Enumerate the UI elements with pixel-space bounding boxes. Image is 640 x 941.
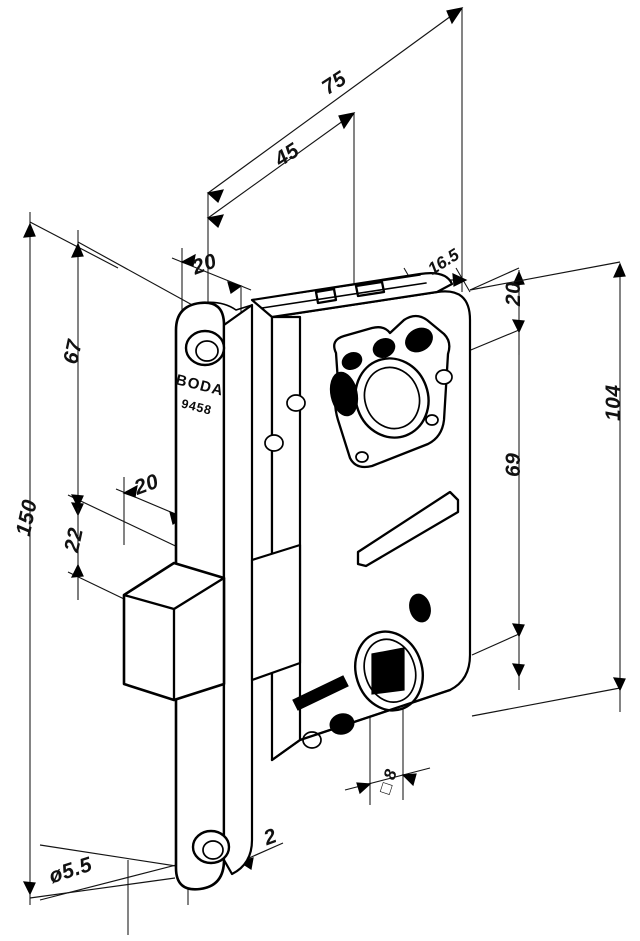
cylinder-cutout-2 [372, 338, 396, 358]
case-hole-2 [264, 434, 284, 452]
lock-assembly: BODA 9458 [122, 272, 472, 891]
label-2: 2 [260, 824, 280, 850]
case-slot-lower [292, 675, 349, 711]
faceplate-top-screw-hole [184, 329, 226, 367]
plate-screw-2 [425, 414, 439, 426]
latch-bolt [122, 561, 226, 702]
label-20-right: 20 [502, 282, 525, 307]
label-dia-5-5: ø5.5 [46, 853, 95, 888]
case-top-rail-2 [277, 274, 421, 297]
label-square-8: □ 8 [375, 767, 401, 797]
latch-channel [250, 543, 302, 682]
label-150: 150 [12, 498, 42, 539]
faceplate-edge [222, 303, 254, 876]
cylinder-cutout-3 [405, 327, 433, 353]
follower-square-hole [371, 647, 405, 695]
label-67: 67 [59, 337, 87, 366]
deadbolt-slot [356, 490, 460, 568]
label-16-5: 16.5 [424, 245, 463, 279]
dimension-45 [206, 112, 356, 300]
case-top-tab-2 [354, 280, 386, 298]
faceplate-top-edge [199, 301, 253, 311]
case-cutout-upper [409, 593, 431, 623]
dimension-104 [469, 261, 626, 717]
lock-case-front-face [270, 315, 302, 762]
faceplate-bottom-screw-hole [191, 829, 231, 865]
case-top-tab [314, 287, 338, 305]
label-22: 22 [60, 526, 88, 556]
case-bottom-edge [270, 688, 452, 762]
cylinder-cutout-4 [329, 371, 359, 417]
dimension-69 [471, 330, 525, 690]
cylinder-cutout-1 [341, 352, 363, 370]
follower-assembly [354, 630, 424, 712]
cylinder-mounting-plate [333, 314, 451, 469]
plate-screw-1 [435, 369, 453, 385]
case-hole-1 [286, 394, 306, 412]
label-69: 69 [502, 453, 525, 477]
cylinder-hole-inner [363, 366, 421, 430]
cylinder-aperture-assembly [329, 314, 453, 469]
dimension-75 [206, 7, 464, 332]
dimension-150 [22, 212, 176, 905]
case-top-rail [261, 282, 427, 309]
label-104: 104 [602, 384, 625, 421]
plate-screw-3 [355, 451, 369, 463]
label-75: 75 [318, 67, 351, 100]
dimension-20-right [465, 267, 525, 355]
